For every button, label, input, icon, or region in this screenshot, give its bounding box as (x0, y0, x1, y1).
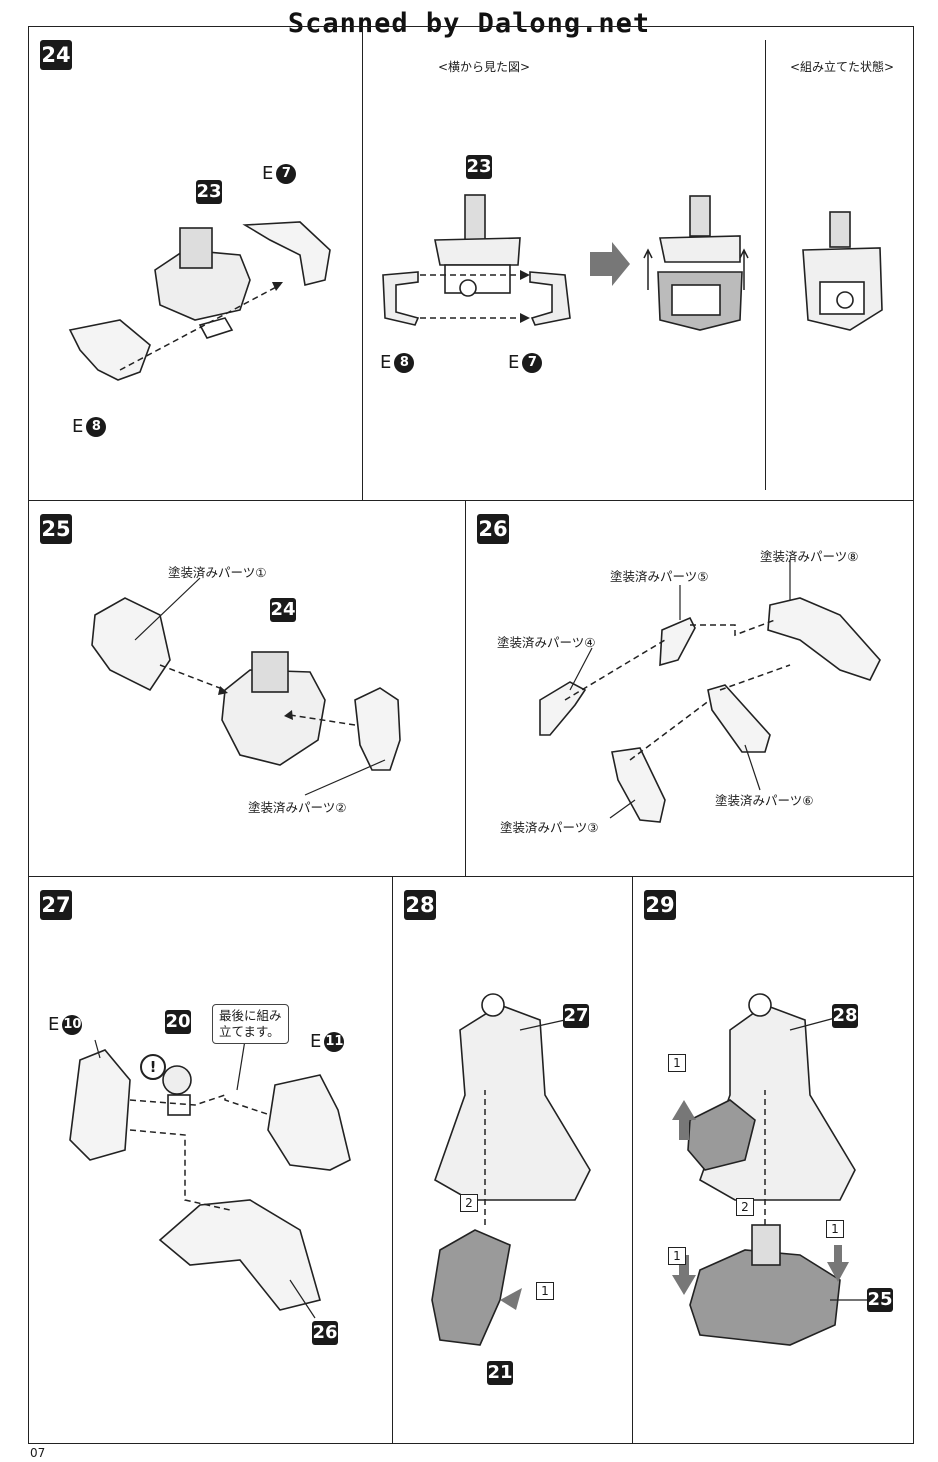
label-painted-part-6: 塗装済みパーツ⑥ (715, 793, 814, 808)
painted-part-4-shape (539, 681, 587, 736)
part-26-shape (158, 1199, 321, 1311)
part-label-23-b: 23 (466, 155, 492, 179)
part-label-28: 28 (832, 1004, 858, 1028)
painted-part-6-shape (707, 684, 771, 753)
circle-number-7: 7 (276, 164, 297, 184)
caption-side-view: <横から見た図> (438, 60, 531, 74)
step-28-panel: 28 (392, 876, 632, 1444)
step-26-panel: 26 (465, 500, 914, 876)
label-painted-part-4: 塗装済みパーツ④ (497, 635, 596, 650)
big-arrow (590, 242, 630, 286)
part-e7-shell (242, 221, 331, 286)
assemble-last-note: 最後に組み 立てます。 (212, 1004, 289, 1044)
step-number-25: 25 (40, 514, 72, 544)
circle-number-8: 8 (394, 353, 415, 373)
part-e11-shape (267, 1074, 351, 1171)
order-box-2: 2 (736, 1198, 754, 1216)
step-29-panel: 29 (632, 876, 914, 1444)
torso-27-shape (434, 1004, 591, 1201)
step-number-24: 24 (40, 40, 72, 70)
part-label-26: 26 (312, 1321, 338, 1345)
step-25-panel: 25 (28, 500, 465, 876)
label-painted-part-1: 塗装済みパーツ① (168, 565, 267, 580)
ball-joint-20 (162, 1065, 192, 1095)
order-box-1-b: 1 (826, 1220, 844, 1238)
step-number-28: 28 (404, 890, 436, 920)
part-23-body (154, 227, 251, 339)
painted-part-3-shape (611, 747, 666, 823)
part-label-25: 25 (867, 1288, 893, 1312)
col-divider-s27-28 (392, 876, 393, 1444)
col-divider-s28-29 (632, 876, 633, 1444)
part-e10-shape (69, 1049, 131, 1161)
painted-part-5-shape (659, 616, 696, 667)
col-divider-s25-26 (465, 500, 466, 876)
painted-part-8-shape (767, 597, 881, 681)
step-number-27: 27 (40, 890, 72, 920)
step-number-29: 29 (644, 890, 676, 920)
painted-part-2-shape (354, 687, 401, 771)
order-box-1-a: 1 (668, 1054, 686, 1072)
order-box-1: 1 (536, 1282, 554, 1300)
order-box-1-c: 1 (668, 1247, 686, 1265)
circle-number-7: 7 (522, 353, 543, 373)
watermark-text: Scanned by Dalong.net (287, 8, 651, 39)
row-divider-1 (28, 500, 914, 501)
page-number: 07 (30, 1446, 46, 1460)
order-box-2: 2 (460, 1194, 478, 1212)
painted-part-1-shape (91, 597, 171, 692)
note-line-2: 立てます。 (219, 1024, 280, 1039)
part-label-21: 21 (487, 1361, 513, 1385)
circle-number-8: 8 (86, 417, 107, 437)
outer-frame (28, 26, 914, 1444)
part-label-27: 27 (563, 1004, 589, 1028)
part-label-20: 20 (165, 1010, 191, 1034)
col-divider-s24b (765, 40, 766, 490)
step-number-26: 26 (477, 514, 509, 544)
label-painted-part-2: 塗装済みパーツ② (248, 800, 347, 815)
step-27-panel: 27 (28, 876, 392, 1444)
circle-number-10: 10 (62, 1015, 83, 1035)
circle-number-11: 11 (324, 1032, 345, 1052)
caution-icon: ! (140, 1054, 166, 1080)
note-line-1: 最後に組み (219, 1008, 282, 1023)
part-label-23-a: 23 (196, 180, 222, 204)
label-painted-part-3: 塗装済みパーツ③ (500, 820, 599, 835)
step-24-panel: 24 (28, 26, 914, 500)
part-label-24: 24 (270, 598, 296, 622)
label-painted-part-8: 塗装済みパーツ⑧ (760, 549, 859, 564)
label-painted-part-5: 塗装済みパーツ⑤ (610, 569, 709, 584)
part-21-shape (431, 1229, 511, 1346)
row-divider-2 (28, 876, 914, 877)
col-divider-s24 (362, 26, 363, 500)
caption-assembled-state: <組み立てた状態> (790, 60, 895, 74)
